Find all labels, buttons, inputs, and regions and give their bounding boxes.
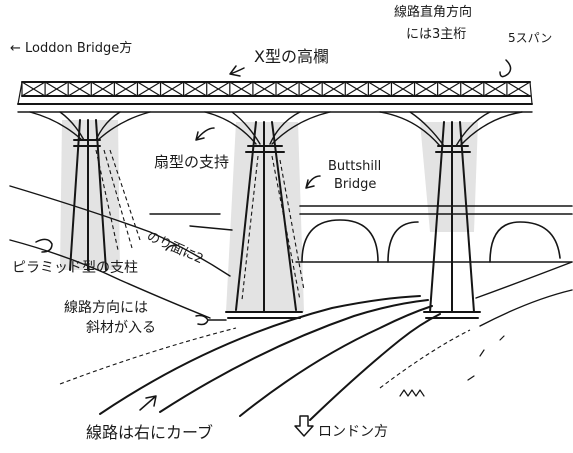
- truss-panel: [90, 81, 115, 97]
- truss-panel: [183, 81, 208, 97]
- note-five-spans: 5スパン: [508, 31, 553, 45]
- pier-center: [225, 121, 303, 319]
- truss-panel: [460, 81, 485, 97]
- note-pyramid-pier: ピラミッド型の支柱: [12, 260, 138, 276]
- truss-panel: [344, 81, 369, 97]
- truss-panel: [252, 81, 277, 97]
- pier-left: [69, 119, 107, 271]
- note-buttshill-2: Bridge: [334, 177, 377, 192]
- annotation-arrows: [35, 59, 512, 411]
- pier-shading: [60, 120, 478, 312]
- truss-panel: [506, 81, 531, 97]
- truss-panel: [437, 81, 462, 97]
- truss-panel: [67, 81, 92, 97]
- pier-left-diagonals: [95, 149, 141, 251]
- fan-brackets: [29, 111, 523, 147]
- truss-panel: [206, 81, 231, 97]
- truss-panel: [275, 81, 300, 97]
- truss-panel: [413, 81, 439, 97]
- bridge-deck: [17, 81, 533, 113]
- track-edge-left: [59, 327, 237, 385]
- background-arch-bridge: [295, 205, 573, 263]
- note-fan-support: 扇型の支持: [154, 153, 230, 171]
- truss-panel: [21, 81, 46, 97]
- note-track-curve: 線路は右にカーブ: [86, 423, 214, 442]
- truss-panel: [136, 81, 162, 97]
- down-arrow-icon: [294, 415, 314, 437]
- truss-panel: [229, 81, 254, 97]
- track-edge-right: [379, 329, 471, 389]
- note-loddon-bridge: ← Loddon Bridge方: [10, 41, 133, 56]
- embankment: [9, 185, 573, 327]
- truss-panel: [483, 81, 508, 97]
- truss-panel: [390, 81, 416, 97]
- pier-right: [423, 121, 481, 319]
- truss-panel: [367, 81, 393, 97]
- note-rail-direction-1: 線路方向には: [64, 300, 148, 316]
- note-to-london: ロンドン方: [318, 424, 388, 440]
- truss-panel: [44, 81, 69, 97]
- pier-center-diagonals: [241, 155, 305, 301]
- truss-panel: [113, 81, 139, 97]
- note-buttshill-1: Buttshill: [328, 159, 382, 174]
- note-cross-direction-1: 線路直角方向: [394, 5, 473, 20]
- truss-panel: [298, 81, 323, 97]
- truss-panel: [321, 81, 346, 97]
- truss-panel: [159, 81, 185, 97]
- note-x-truss: X型の高欄: [254, 47, 329, 66]
- ground-scribble: [399, 335, 505, 397]
- note-cross-direction-2: には3主桁: [406, 27, 467, 42]
- railway-tracks: [99, 295, 441, 421]
- note-rail-direction-2: 斜材が入る: [86, 320, 156, 336]
